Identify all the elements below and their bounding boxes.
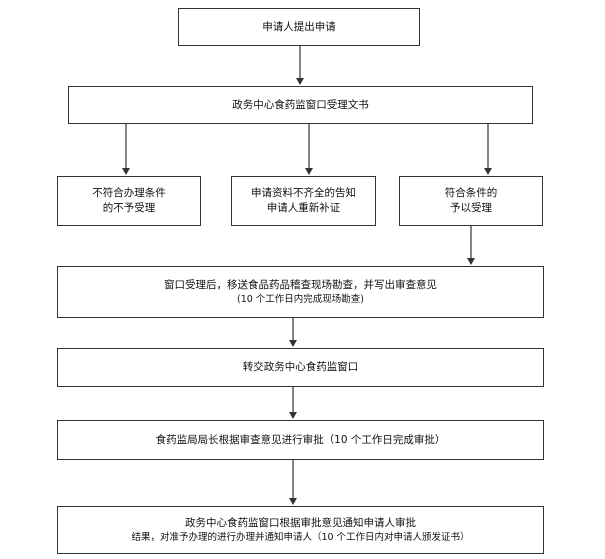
node-inspect-line-1: 窗口受理后，移送食品药品稽查现场勘查，并写出审查意见	[164, 278, 437, 291]
node-supplement: 申请资料不齐全的告知 申请人重新补证	[231, 176, 376, 226]
node-qualified-line-1: 符合条件的	[444, 187, 498, 199]
node-qualified: 符合条件的 予以受理	[399, 176, 543, 226]
node-inspect: 窗口受理后，移送食品药品稽查现场勘查，并写出审查意见 (10 个工作日内完成现场…	[57, 266, 544, 318]
node-apply: 申请人提出申请	[178, 8, 420, 46]
node-reject-line-1: 不符合办理条件	[92, 187, 166, 199]
node-transfer: 转交政务中心食药监窗口	[57, 348, 544, 387]
node-approve-line-1: 食药监局局长根据审查意见进行审批（10 个工作日完成审批）	[155, 433, 446, 446]
node-notify-line-2: 结果，对准予办理的进行办理并通知申请人（10 个工作日内对申请人颁发证书）	[131, 531, 470, 543]
node-approve: 食药监局局长根据审查意见进行审批（10 个工作日完成审批）	[57, 420, 544, 460]
node-inspect-line-2: (10 个工作日内完成现场勘查)	[236, 293, 365, 305]
node-apply-line-1: 申请人提出申请	[262, 20, 336, 33]
node-accept: 政务中心食药监窗口受理文书	[68, 86, 533, 124]
node-transfer-line-1: 转交政务中心食药监窗口	[242, 361, 359, 373]
node-notify-line-1: 政务中心食药监窗口根据审批意见通知申请人审批	[185, 516, 416, 529]
node-qualified-line-2: 予以受理	[450, 202, 492, 214]
node-notify: 政务中心食药监窗口根据审批意见通知申请人审批 结果，对准予办理的进行办理并通知申…	[57, 506, 544, 554]
node-accept-line-1: 政务中心食药监窗口受理文书	[232, 98, 369, 111]
node-reject-line-2: 的不予受理	[102, 202, 156, 214]
node-supplement-line-2: 申请人重新补证	[266, 202, 341, 214]
node-reject: 不符合办理条件 的不予受理	[57, 176, 201, 226]
node-supplement-line-1: 申请资料不齐全的告知	[251, 187, 356, 199]
